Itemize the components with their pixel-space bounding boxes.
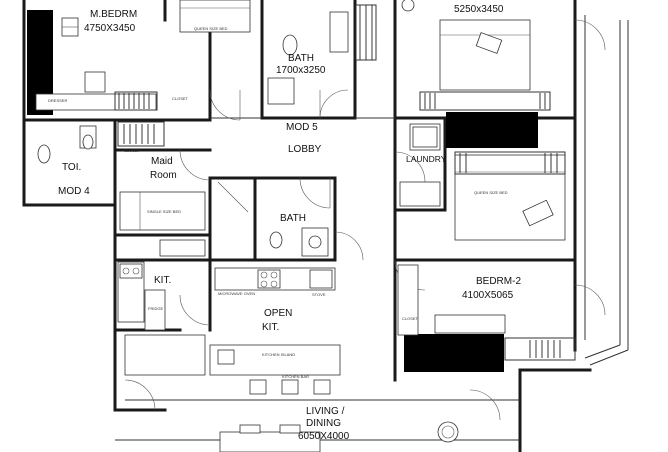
right-bedroom-furniture — [454, 151, 566, 241]
living-line1: LIVING / — [306, 406, 345, 417]
kitchen-island-label: KITCHEN ISLAND — [262, 352, 295, 357]
top-bedroom-furniture — [401, 0, 551, 111]
laundry-fixtures — [399, 123, 441, 207]
kitchen-bar-label: KITCHEN BAR — [282, 374, 309, 379]
fridge-label: FRIDGE — [148, 306, 163, 311]
kitchen-label: KIT. — [154, 275, 171, 286]
bedroom2-name: BEDRM-2 — [476, 276, 521, 287]
bedroom2-size: 4100X5065 — [462, 290, 514, 301]
closet-mb-label: CLOSET — [172, 96, 189, 101]
toilet-fixtures — [37, 125, 97, 164]
master-closet-hatch — [114, 91, 158, 111]
master-bedroom-furniture — [35, 0, 251, 111]
bath-top-size: 1700x3250 — [276, 65, 326, 76]
open-kitchen-line2: KIT. — [262, 322, 279, 333]
microwave-label: MICROWAVE OVEN — [218, 291, 255, 296]
mod4-label: MOD 4 — [58, 186, 90, 197]
lobby-label: LOBBY — [288, 144, 322, 155]
room-labels: M.BEDRM 4750X3450 5250x3450 BATH 1700x32… — [58, 4, 521, 442]
toilet-label: TOI. — [62, 162, 81, 173]
kitchen-island — [124, 334, 341, 395]
middle-bath-fixtures — [217, 181, 329, 257]
laundry-label: LAUNDRY — [406, 154, 447, 164]
bedroom2-closet — [397, 264, 576, 361]
maid-room-fixtures — [117, 121, 206, 231]
bath-mid-label: BATH — [280, 213, 306, 224]
bath-top-name: BATH — [288, 53, 314, 64]
stove-label: STOVE — [312, 292, 326, 297]
closet-b2-label: CLOSET — [402, 316, 419, 321]
closet-maid-label: CLOSET — [124, 148, 141, 153]
queen-bed-top-label: QUEEN SIZE BED — [194, 26, 228, 31]
single-bed-label: SINGLE SIZE BED — [147, 209, 181, 214]
top-bath-fixtures — [267, 4, 377, 105]
open-kitchen-line1: OPEN — [264, 308, 292, 319]
door-swings — [124, 19, 606, 421]
kitchen-fixtures — [117, 239, 336, 331]
master-bedroom-size: 4750X3450 — [84, 23, 136, 34]
mod5-label: MOD 5 — [286, 122, 318, 133]
living-line2: DINING — [306, 418, 341, 429]
maid-room-line2: Room — [150, 170, 177, 181]
master-bedroom-name: M.BEDRM — [90, 9, 137, 20]
maid-room-line1: Maid — [151, 156, 173, 167]
top-bedroom-size: 5250x3450 — [454, 4, 504, 15]
dresser-label: DRESSER — [48, 98, 67, 103]
furniture-labels: QUEEN SIZE BED QUEEN SIZE BED SINGLE SIZ… — [48, 26, 508, 379]
living-furniture — [219, 421, 459, 452]
living-size: 6050X4000 — [298, 431, 350, 442]
queen-bed-right-label: QUEEN SIZE BED — [474, 190, 508, 195]
